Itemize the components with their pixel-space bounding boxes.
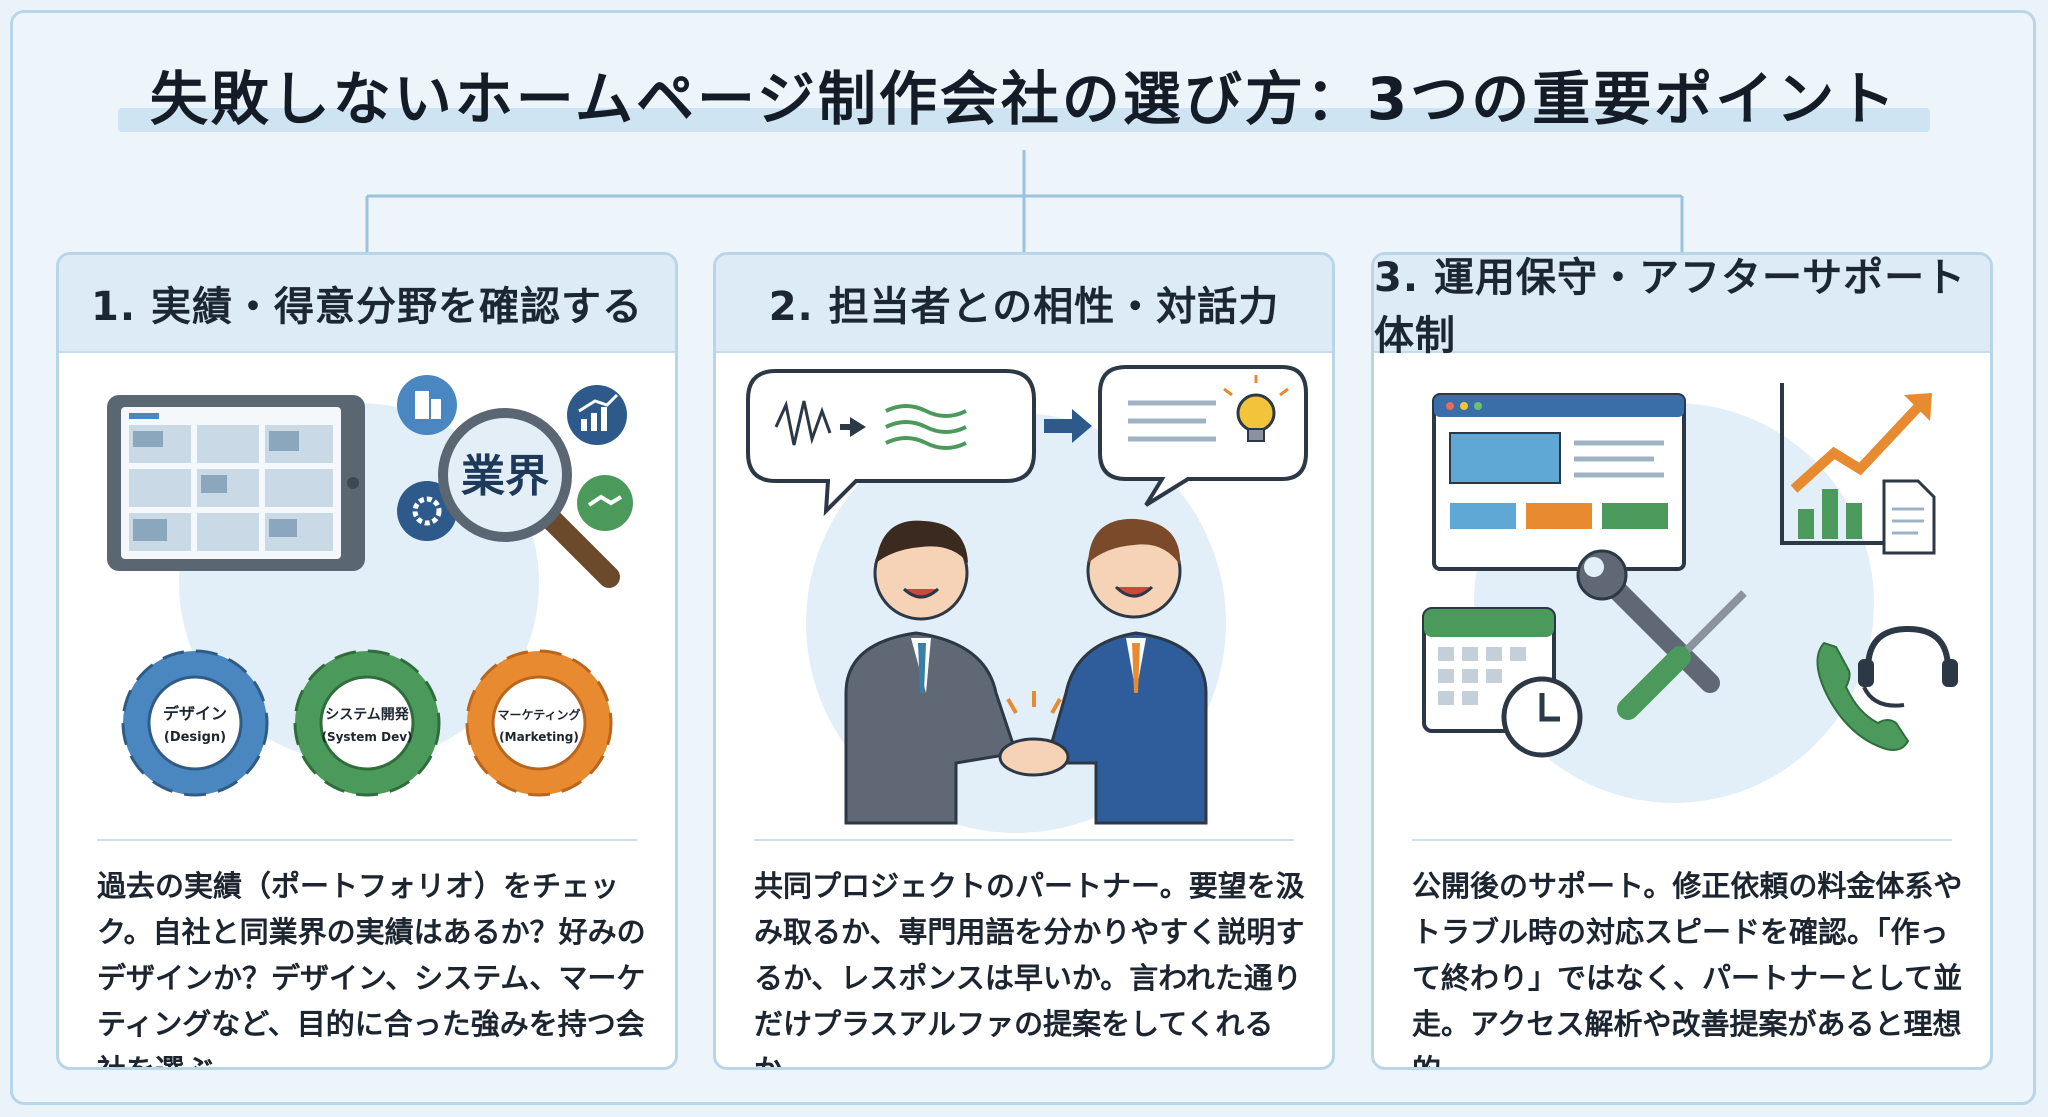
communication-illustration — [746, 365, 1308, 833]
tree-connector — [365, 150, 1684, 252]
arrow-right-icon — [1044, 409, 1092, 443]
screwdriver-icon — [1617, 590, 1747, 720]
gear-label: マーケティング — [497, 707, 580, 722]
gear-label: デザイン — [163, 704, 227, 723]
gear-marketing: マーケティング (Marketing) — [465, 649, 613, 797]
magnifier-icon: 業界 — [438, 408, 620, 588]
card-heading: 2. 担当者との相性・対話力 — [716, 255, 1332, 353]
speech-bubble-icon — [746, 369, 1036, 517]
card-divider — [1412, 839, 1952, 841]
card-heading: 3. 運用保守・アフターサポート体制 — [1374, 255, 1990, 359]
industry-badge: 業界 — [461, 451, 549, 502]
gear-sub-label: (Design) — [164, 730, 226, 745]
headset-phone-icon — [1816, 625, 1958, 751]
page-title: 失敗しないホームページ制作会社の選び方：3つの重要ポイント — [149, 65, 1899, 133]
card-description: 過去の実績（ポートフォリオ）をチェック。自社と同業界の実績はあるか？好みのデザイ… — [97, 869, 646, 1070]
card-description: 公開後のサポート。修正依頼の料金体系やトラブル時の対応スピードを確認。「作って終… — [1412, 869, 1963, 1070]
gear-label: システム開発 — [325, 706, 410, 723]
handshake-icon — [577, 475, 633, 531]
wrench-icon — [1576, 549, 1720, 693]
portfolio-illustration: 業界 デザイン (Design) システム開発 (System Dev) マーケ… — [107, 375, 633, 797]
point-card-1: 1. 実績・得意分野を確認する — [56, 252, 678, 1070]
card-heading: 1. 実績・得意分野を確認する — [59, 255, 675, 353]
gear-sub-label: (System Dev) — [321, 730, 412, 744]
card-divider — [97, 839, 637, 841]
card-divider — [754, 839, 1294, 841]
gear-system-dev: システム開発 (System Dev) — [293, 649, 441, 797]
browser-window-icon — [1432, 393, 1686, 571]
growth-chart-icon — [567, 385, 627, 445]
document-icon — [1882, 479, 1936, 555]
card-description: 共同プロジェクトのパートナー。要望を汲み取るか、専門用語を分かりやすく説明するか… — [754, 869, 1305, 1070]
point-card-2: 2. 担当者との相性・対話力 — [713, 252, 1335, 1070]
gear-design: デザイン (Design) — [121, 649, 269, 797]
handshake-people-icon — [844, 518, 1208, 825]
support-illustration — [1422, 383, 1958, 803]
point-card-3: 3. 運用保守・アフターサポート体制 — [1371, 252, 1993, 1070]
title-underline — [118, 108, 1930, 132]
gear-sub-label: (Marketing) — [499, 730, 579, 744]
clock-icon — [1501, 676, 1583, 758]
tablet-portfolio-icon — [107, 395, 365, 571]
lightbulb-icon — [1223, 375, 1289, 442]
building-icon — [397, 375, 457, 435]
